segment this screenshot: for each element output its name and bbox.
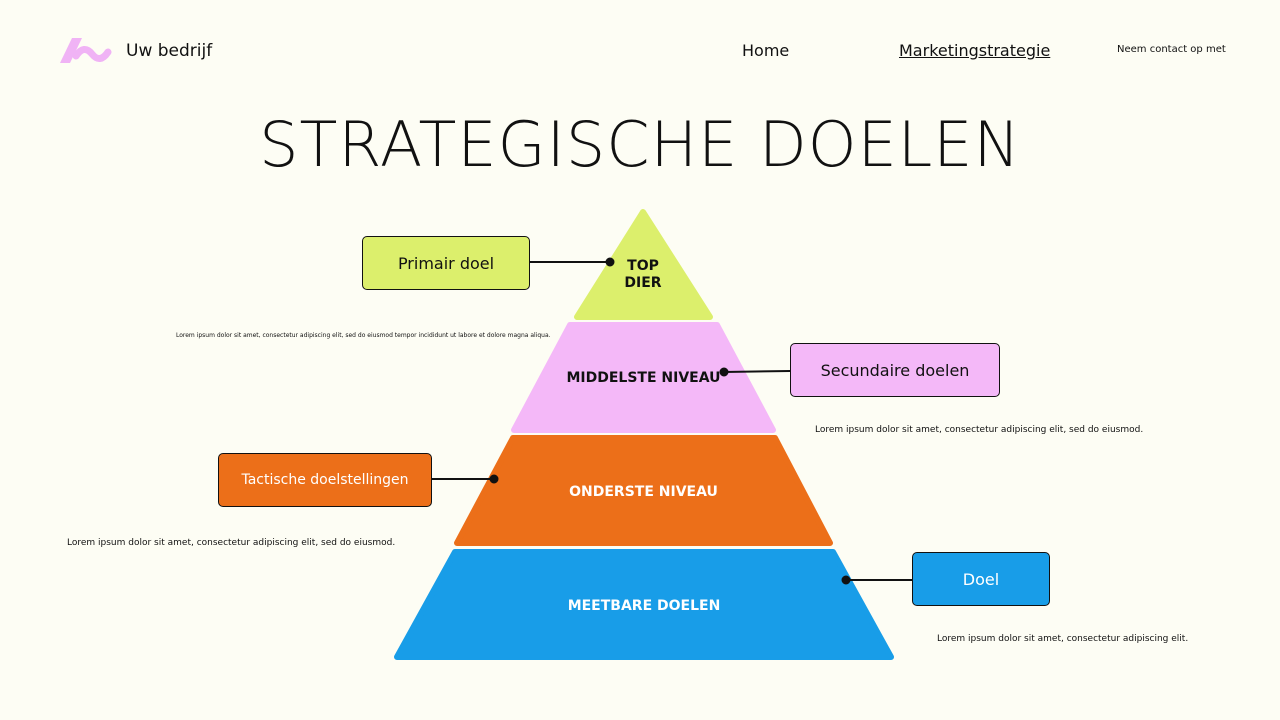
connector-line: [723, 370, 791, 373]
nav-marketingstrategie[interactable]: Marketingstrategie: [899, 41, 1051, 60]
tier-label-top: TOP DIER: [624, 258, 662, 291]
connector-dot: [841, 575, 851, 585]
connector-dot: [489, 474, 499, 484]
callout-doel: Doel: [912, 552, 1050, 606]
tier-label-bottom: MEETBARE DOELEN: [567, 598, 721, 614]
tier-middle: [511, 322, 776, 433]
nav-contact[interactable]: Neem contact op met: [1117, 44, 1226, 55]
description-doel: Lorem ipsum dolor sit amet, consectetur …: [937, 634, 1189, 644]
nav-home[interactable]: Home: [742, 41, 790, 60]
tier-label-middle: MIDDELSTE NIVEAU: [566, 370, 721, 386]
connector-dot: [605, 257, 615, 267]
tier-bottom: [394, 549, 894, 660]
tier-lower: [454, 435, 833, 546]
page-title: STRATEGISCHE DOELEN: [259, 108, 1021, 181]
tier-label-lower: ONDERSTE NIVEAU: [569, 484, 718, 500]
company-name: Uw bedrijf: [126, 41, 213, 61]
description-tactisch: Lorem ipsum dolor sit amet, consectetur …: [67, 538, 396, 548]
callout-tactische-doelstellingen: Tactische doelstellingen: [218, 453, 432, 507]
description-primair: Lorem ipsum dolor sit amet, consectetur …: [176, 332, 551, 339]
description-secundair: Lorem ipsum dolor sit amet, consectetur …: [815, 425, 1144, 435]
callout-secundaire-doelen: Secundaire doelen: [790, 343, 1000, 397]
callout-primair-doel: Primair doel: [362, 236, 530, 290]
logo-icon: [60, 38, 112, 63]
connector-dot: [719, 367, 729, 377]
